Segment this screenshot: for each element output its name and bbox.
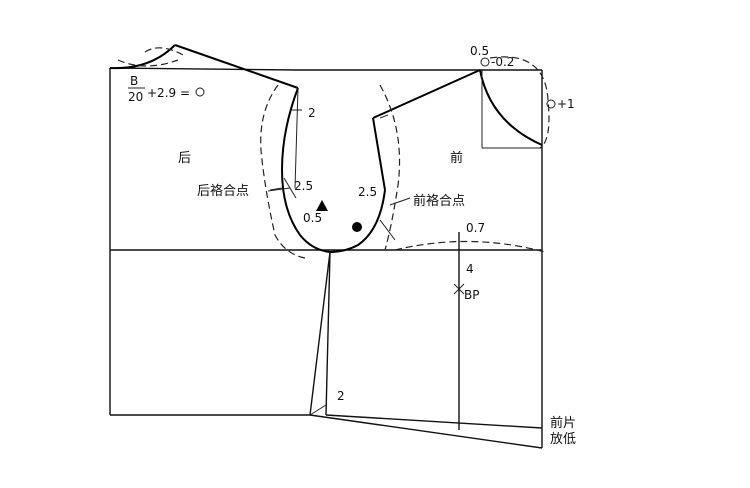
underarm-measure: 0.5	[303, 211, 322, 225]
circle-marker-icon	[546, 99, 556, 109]
back-neck-shoulder	[109, 44, 299, 97]
pattern-frame	[109, 67, 543, 448]
front-lower-label-2: 放低	[550, 432, 576, 447]
bp-marker	[453, 283, 465, 295]
front-armhole-point-label: 前袼合点	[413, 193, 465, 209]
armhole-drop-measure: 2	[308, 106, 316, 120]
dart-4-measure: 4	[466, 262, 474, 276]
back-armhole	[260, 84, 331, 259]
top-front-measure: 0.5	[470, 44, 489, 58]
bp-label: BP	[464, 288, 479, 302]
circle-marker-icon	[195, 87, 205, 97]
front-armhole	[329, 84, 401, 253]
filled-dot-icon	[352, 222, 362, 232]
hem-2-measure: 2	[337, 389, 345, 403]
formula-numerator: B	[130, 74, 138, 88]
front-2-5-measure: 2.5	[358, 185, 377, 199]
back-armhole-point-label: 后袼合点	[197, 183, 249, 199]
formula-rest: +2.9 =	[147, 86, 190, 100]
front-lower-label-1: 前片	[550, 415, 576, 431]
formula-denominator: 20	[128, 90, 143, 104]
circle-minus-label: -0.2	[491, 55, 514, 69]
front-label: 前	[450, 150, 463, 166]
bust-curve	[394, 240, 546, 253]
back-label: 后	[178, 151, 191, 166]
front-0-7-measure: 0.7	[466, 221, 485, 235]
circle-marker-icon	[480, 57, 490, 67]
circle-plus-label: +1	[557, 97, 575, 111]
triangle-icon	[316, 200, 328, 211]
back-2-5-measure: 2.5	[294, 179, 313, 193]
side-and-darts	[309, 232, 543, 449]
